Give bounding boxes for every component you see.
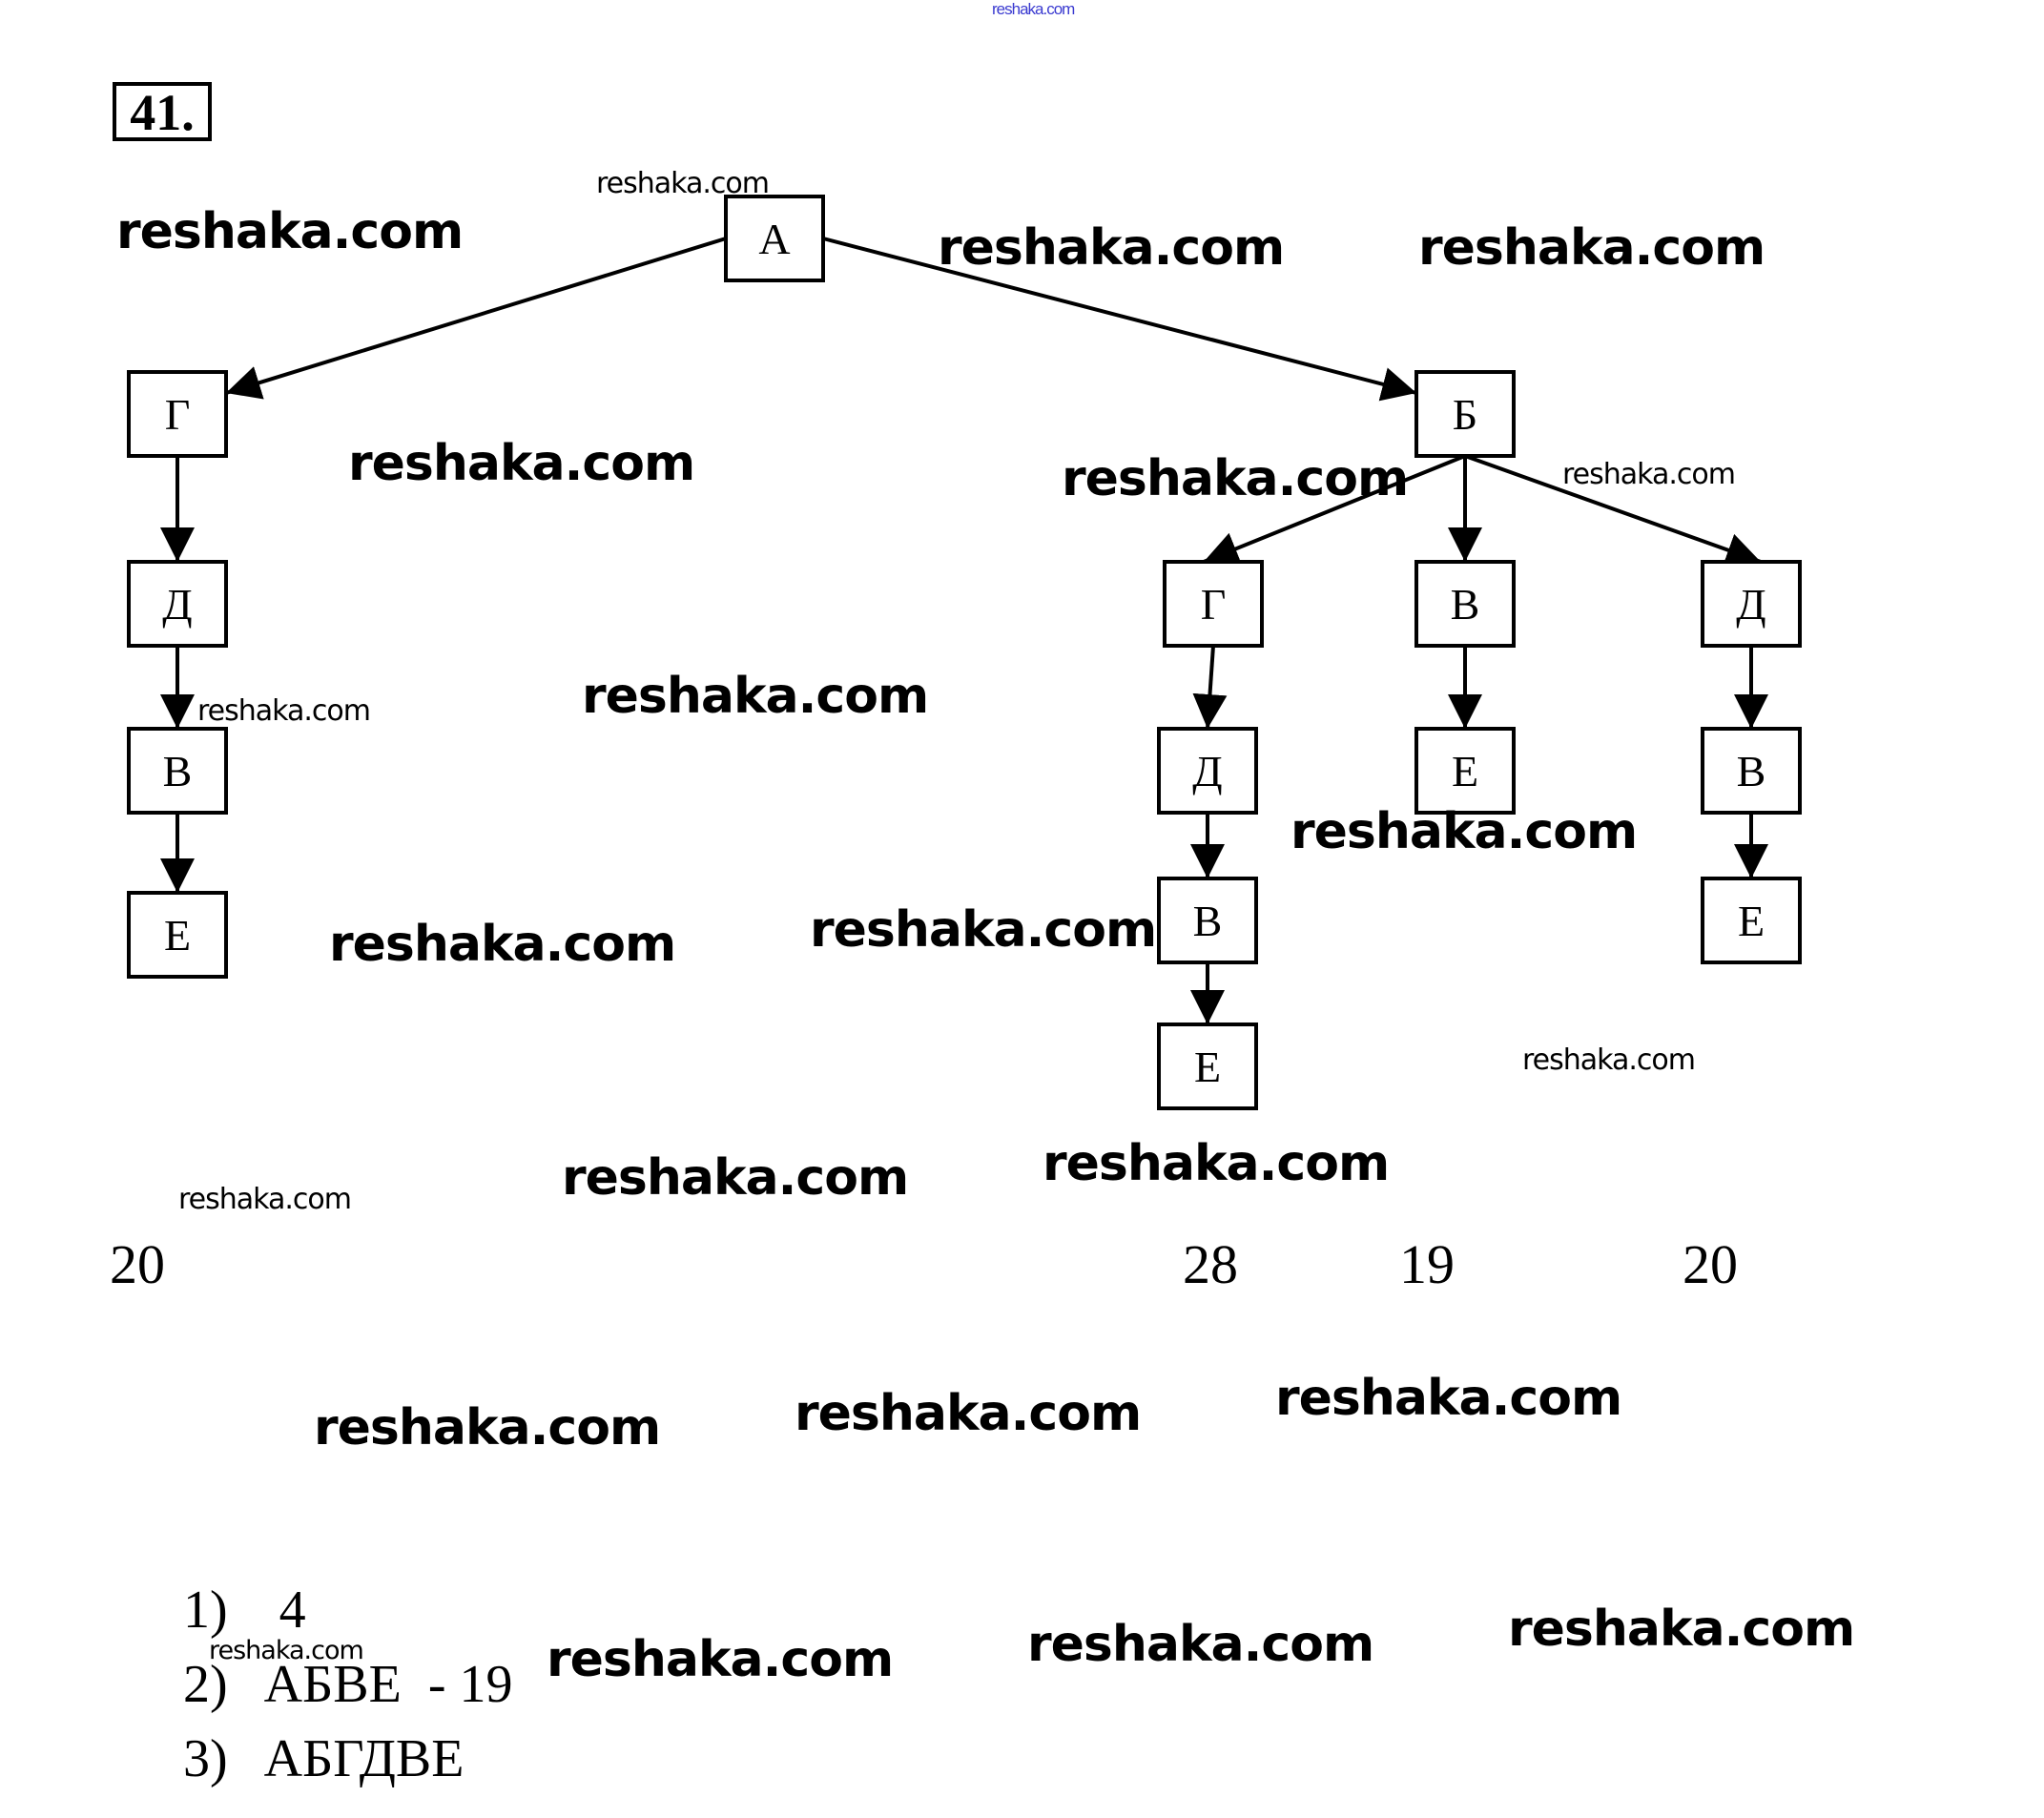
watermark: reshaka.com [329, 916, 676, 973]
node-box [1701, 877, 1802, 964]
node-label: В [1737, 747, 1766, 795]
watermark: reshaka.com [795, 1385, 1142, 1442]
watermark: reshaka.com [1418, 219, 1765, 277]
answer-number: 2) [183, 1655, 228, 1714]
node-box [1701, 727, 1802, 815]
node-box [1157, 1023, 1258, 1110]
node-box [127, 891, 228, 979]
node-label: А [758, 215, 790, 263]
node-box [1163, 560, 1264, 648]
node-label: В [1193, 897, 1223, 945]
answer-number: 1) [183, 1580, 228, 1640]
node-box [1414, 370, 1516, 458]
answer-item: 3) АБГДВЕ [183, 1728, 464, 1789]
node-label: Г [165, 390, 191, 439]
tree-node-V1: В [127, 727, 228, 815]
node-box [1157, 727, 1258, 815]
tree-node-D2: Д [1157, 727, 1258, 815]
node-label: Е [1452, 747, 1478, 795]
edge-arrow-B-G2 [1203, 454, 1466, 566]
node-box [1414, 560, 1516, 648]
answer-item: 1) 4 [183, 1580, 306, 1641]
node-box [127, 560, 228, 648]
tree-node-G1: Г [127, 370, 228, 458]
node-label: Г [1201, 580, 1227, 629]
watermark: reshaka.com [562, 1149, 909, 1207]
watermark: reshaka.com [547, 1631, 894, 1688]
node-box [1701, 560, 1802, 648]
node-box [1157, 877, 1258, 964]
watermark: reshaka.com [1290, 803, 1638, 860]
watermark: reshaka.com [582, 668, 929, 725]
watermark: reshaka.com [938, 219, 1285, 277]
node-label: Д [1192, 747, 1222, 795]
watermark: reshaka.com [810, 901, 1157, 959]
node-label: Д [162, 580, 192, 629]
answer-text: АБГДВЕ [263, 1729, 465, 1788]
node-box [127, 727, 228, 815]
tree-node-E2: Е [1157, 1023, 1258, 1110]
watermark: reshaka.com [116, 203, 464, 260]
task-number: 41. [113, 82, 212, 141]
node-box [724, 195, 825, 282]
edge-arrow-A-B [822, 237, 1417, 402]
tree-node-V3: В [1414, 560, 1516, 648]
path-total: 20 [110, 1233, 165, 1295]
watermark: reshaka.com [1275, 1370, 1622, 1427]
watermark: reshaka.com [1522, 1043, 1696, 1077]
edge-arrow-B-D3 [1464, 454, 1762, 567]
watermark: reshaka.com [178, 1183, 352, 1216]
node-label: Е [1738, 897, 1765, 945]
tree-node-E3: Е [1414, 727, 1516, 815]
tree-node-D3: Д [1701, 560, 1802, 648]
path-total: 19 [1399, 1233, 1455, 1295]
watermark: reshaka.com [348, 435, 695, 492]
node-label: Б [1453, 390, 1477, 439]
edge-arrow-A-G1 [225, 237, 727, 400]
node-label: В [163, 747, 193, 795]
tree-node-E4: Е [1701, 877, 1802, 964]
watermark: reshaka.com [1562, 458, 1736, 491]
watermark: reshaka.com [197, 694, 371, 728]
node-label: Д [1736, 580, 1765, 629]
answer-text: АБВЕ - 19 [263, 1655, 513, 1714]
node-box [127, 370, 228, 458]
node-label: Е [1194, 1043, 1221, 1091]
node-label: Е [164, 911, 191, 960]
tree-node-A: А [724, 195, 825, 282]
path-total: 20 [1683, 1233, 1738, 1295]
watermark: reshaka.com [1027, 1616, 1374, 1673]
watermark: reshaka.com [596, 167, 770, 200]
edge-arrow-G2-D2 [1192, 645, 1228, 730]
watermark: reshaka.com [1508, 1601, 1855, 1658]
node-label: В [1451, 580, 1480, 629]
tree-node-G2: Г [1163, 560, 1264, 648]
watermark: reshaka.com [314, 1399, 661, 1456]
top-watermark: reshaka.com [992, 0, 1075, 18]
tree-node-V2: В [1157, 877, 1258, 964]
answer-item: 2) АБВЕ - 19 [183, 1654, 512, 1715]
path-total: 28 [1183, 1233, 1238, 1295]
node-box [1414, 727, 1516, 815]
tree-node-B: Б [1414, 370, 1516, 458]
tree-node-V4: В [1701, 727, 1802, 815]
tree-node-E1: Е [127, 891, 228, 979]
watermark: reshaka.com [209, 1636, 364, 1665]
watermark: reshaka.com [1062, 450, 1409, 507]
answer-text: 4 [279, 1580, 306, 1640]
watermark: reshaka.com [1043, 1135, 1390, 1192]
answer-number: 3) [183, 1729, 228, 1788]
tree-node-D1: Д [127, 560, 228, 648]
